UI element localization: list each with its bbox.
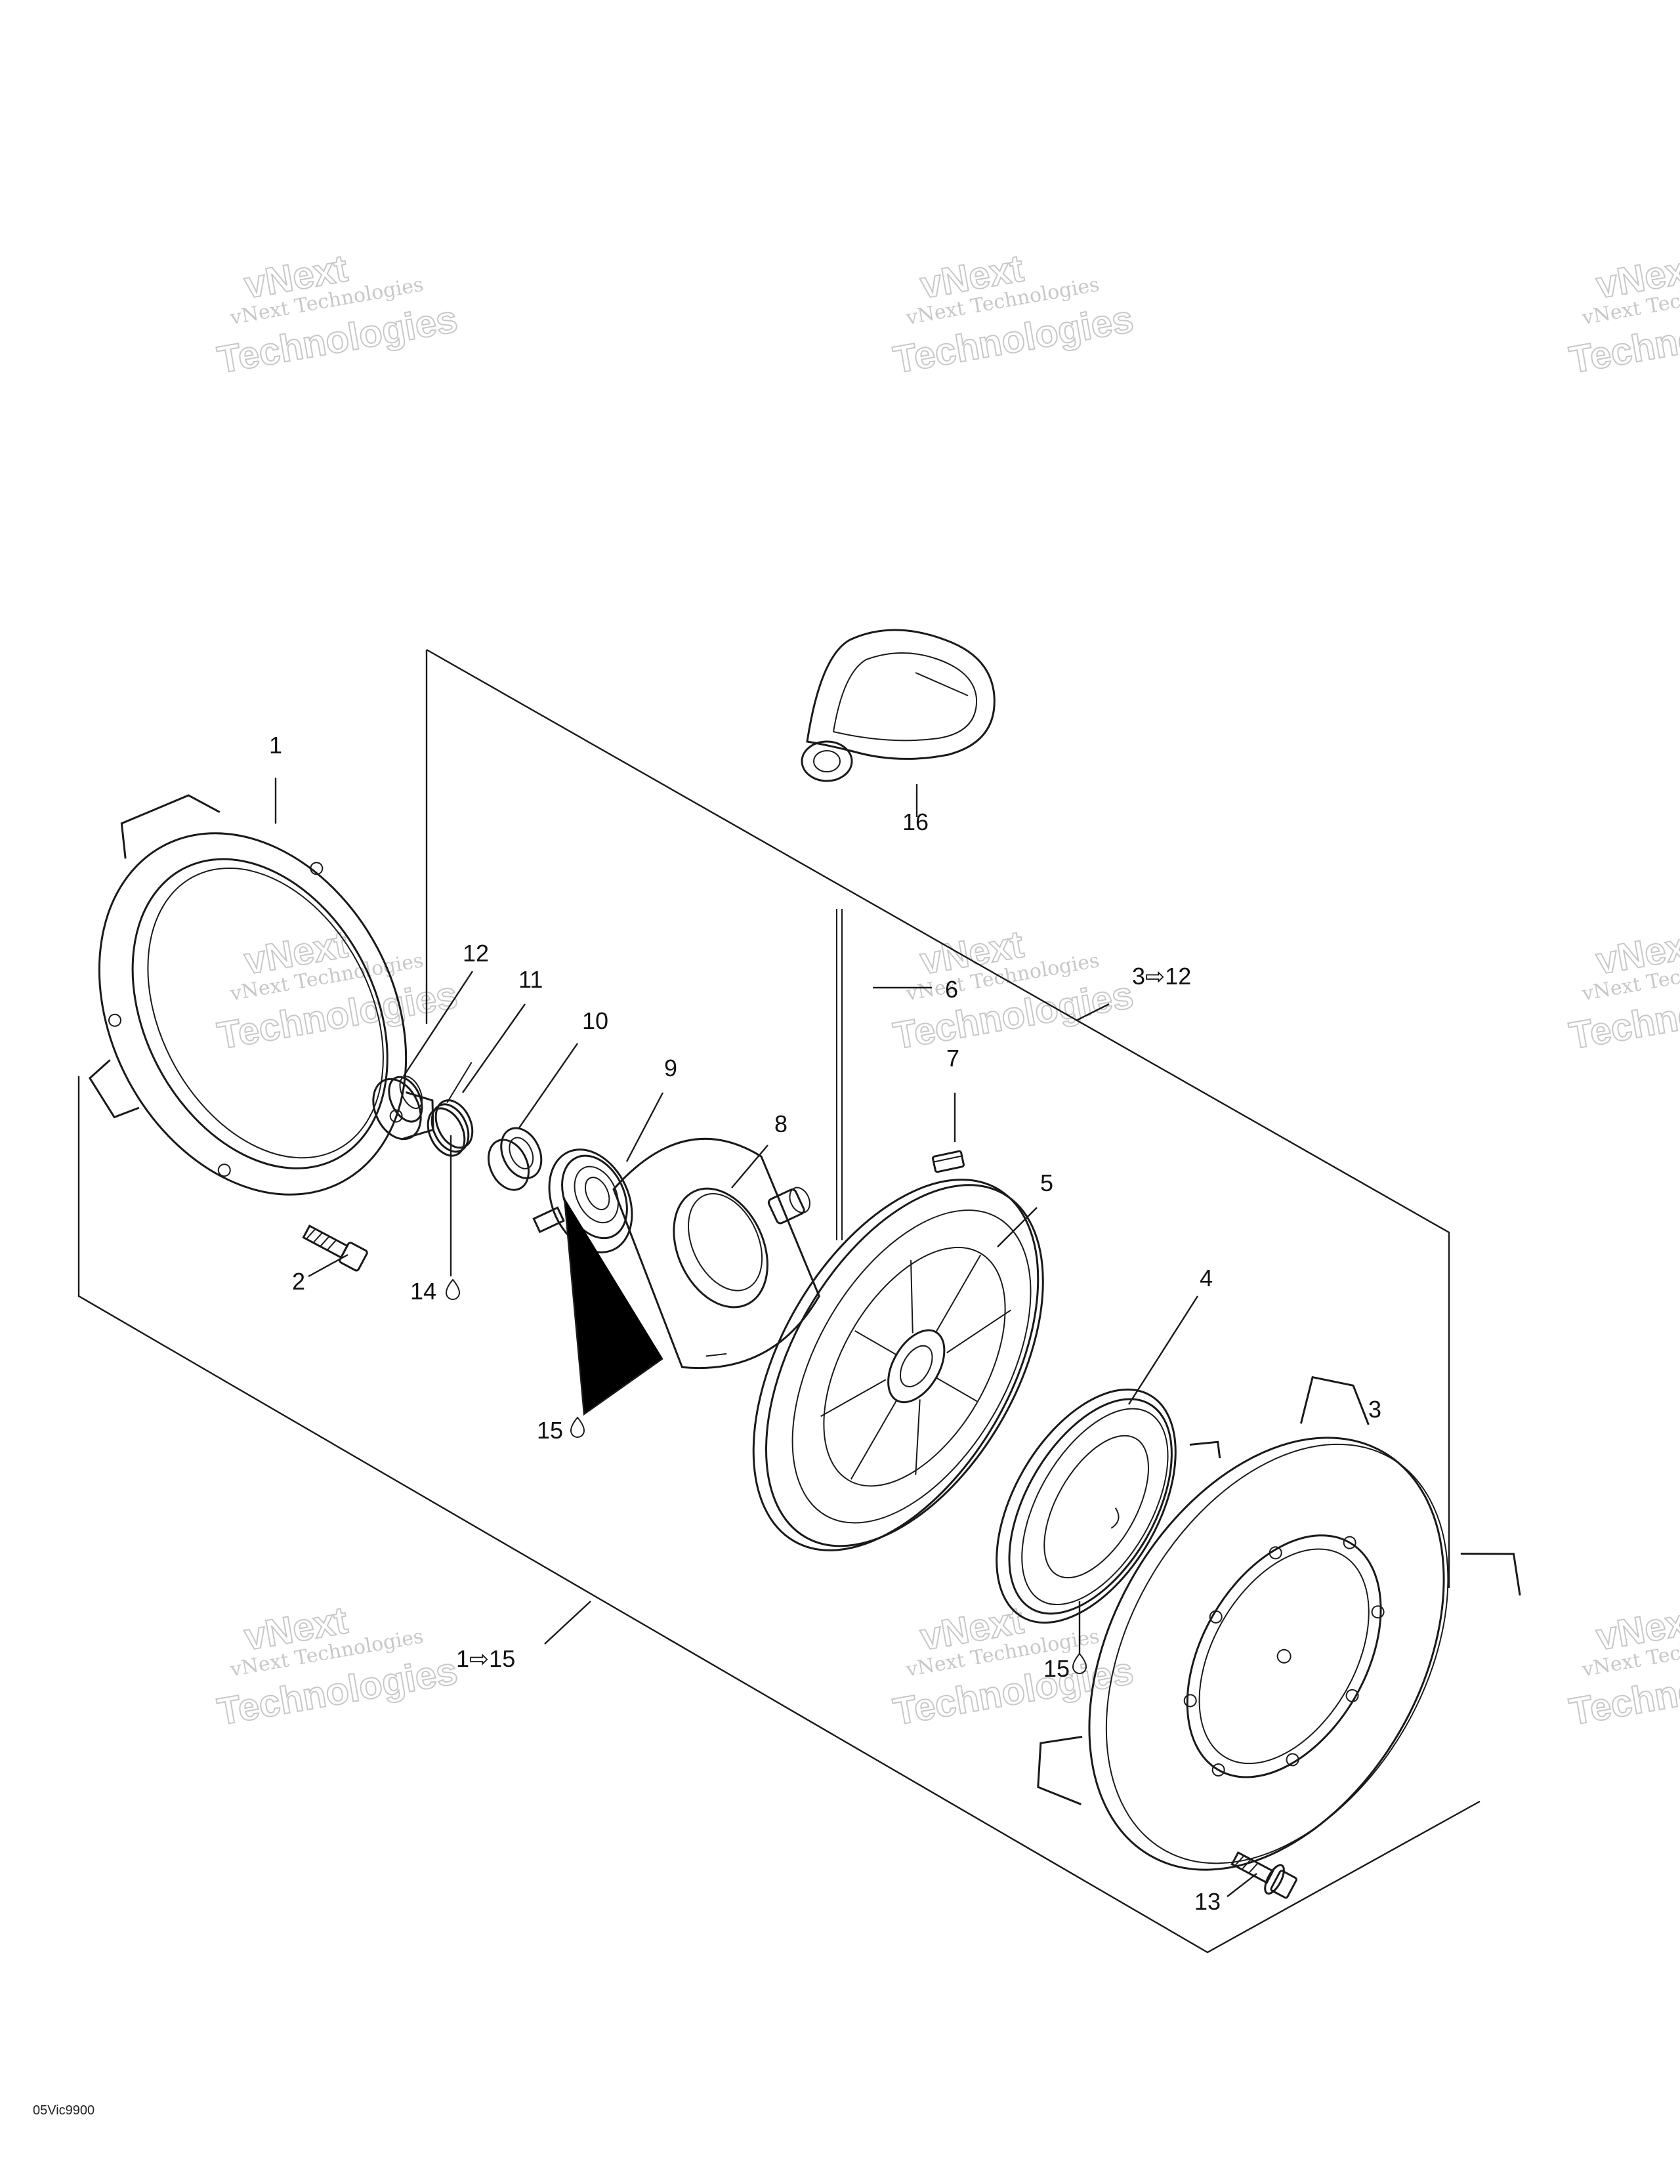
callout-15: 15 [537,1417,563,1444]
part-5-pulley [752,1179,1044,1551]
assembly-frame-1-15 [77,1076,1480,1954]
part-11-spring [427,1062,474,1157]
watermark: vNext vNext Technologies Technologies [890,246,1137,382]
part-2-screw [302,1224,368,1272]
part-13-bolt [1230,1851,1297,1899]
callout-15: 15 [1043,1655,1070,1682]
callout-9: 9 [664,1055,677,1082]
watermark: vNext vNext Technologies Technologies [1566,1598,1680,1734]
part-4-rewind-spring [996,1388,1221,1624]
part-9-ratchet [532,1148,633,1253]
callout-14: 14 [410,1278,436,1305]
assembly-frame-3-12 [425,648,1450,1588]
part-3-starter-housing [1037,1376,1521,1871]
part-7-key [932,1150,965,1173]
leader-lines [274,778,1257,1897]
watermark-layer: vNext vNext Technologies Technologies vN… [214,246,1680,1734]
callout-13: 13 [1194,1888,1221,1915]
callout-labels: 1 2 3 4 5 6 7 8 9 10 11 12 13 14 15 15 1… [269,732,1381,1915]
part-8-friction-plate [612,1137,820,1370]
callout-11: 11 [518,966,543,993]
callout-4: 4 [1200,1265,1213,1292]
watermark: vNext vNext Technologies Technologies [214,246,461,382]
callout-7: 7 [946,1045,959,1072]
callout-8: 8 [774,1110,788,1137]
watermark: vNext vNext Technologies Technologies [214,1598,461,1734]
watermark: vNext vNext Technologies Technologies [1566,922,1680,1058]
watermark: vNext vNext Technologies Technologies [1566,246,1680,382]
drawing-code: 05Vic9900 [33,2103,94,2118]
callout-2: 2 [292,1268,305,1295]
callout-3: 3 [1368,1396,1381,1423]
callout-6: 6 [945,976,958,1003]
callout-12: 12 [463,940,489,967]
watermark: vNext vNext Technologies Technologies [214,922,461,1058]
part-10-bushing [488,1127,543,1191]
grease-drop-icon [570,1416,585,1438]
part-12-flanged-bushing [372,1076,423,1141]
callout-10: 10 [582,1007,608,1034]
range-callout-3-12: 3⇨12 [1132,963,1191,990]
part-16-handle [801,629,996,782]
callout-1: 1 [269,732,282,759]
grease-drop-icon [445,1278,461,1300]
range-callout-1-15: 1⇨15 [456,1645,515,1672]
grease-drop-icon [1072,1652,1087,1674]
part-6-rope [836,909,843,1240]
callout-5: 5 [1040,1169,1053,1196]
callout-16: 16 [902,808,929,835]
